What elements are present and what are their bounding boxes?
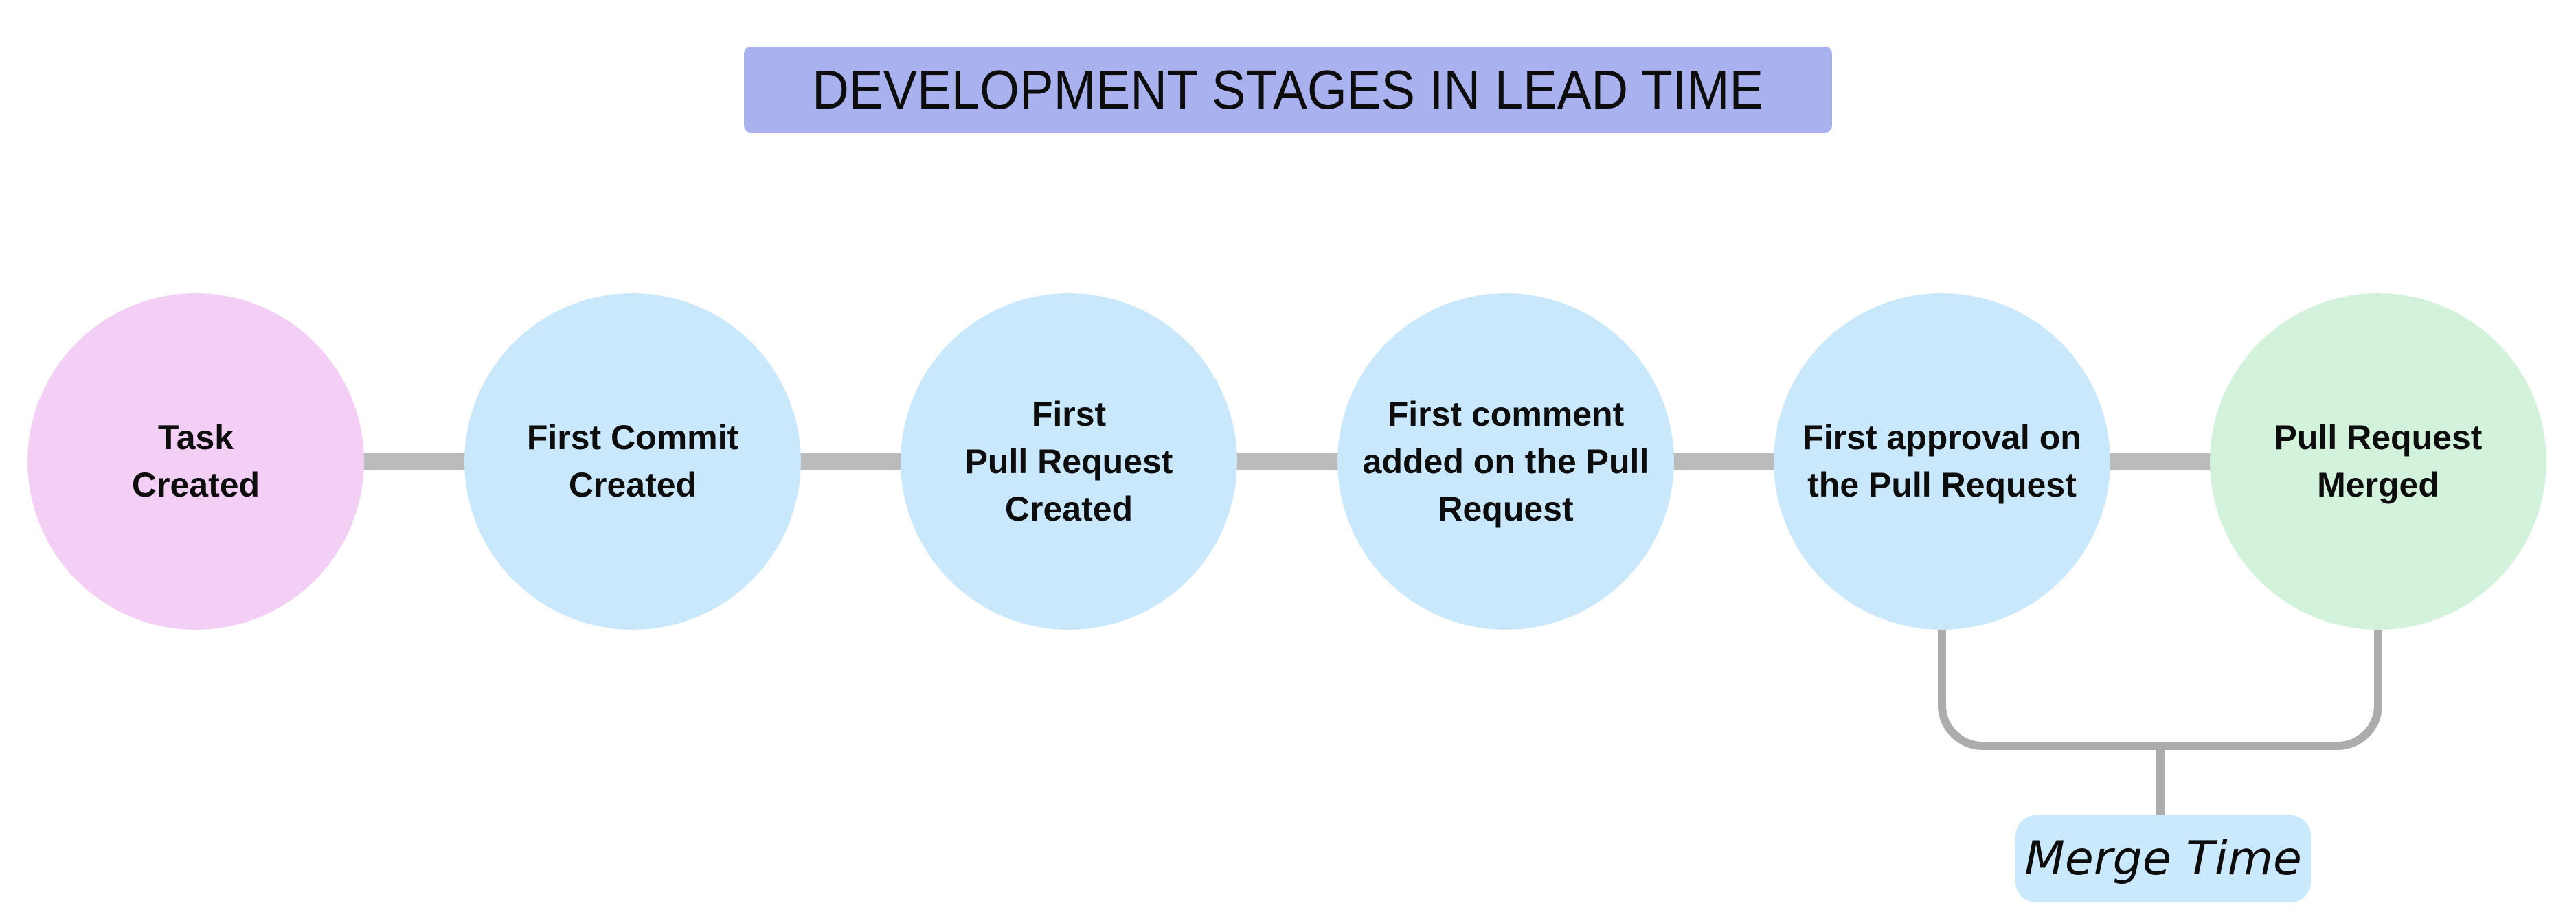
stage-circle-first-approval: First approval on the Pull Request bbox=[1774, 293, 2110, 630]
stage-circle-first-commit: First Commit Created bbox=[464, 293, 801, 630]
stage-circle-first-pull-request: First Pull Request Created bbox=[901, 293, 1237, 630]
stage-label-first-comment: First comment added on the Pull Request bbox=[1362, 394, 1649, 528]
stage-circle-first-comment: First comment added on the Pull Request bbox=[1337, 293, 1674, 630]
merge-time-bracket bbox=[1938, 626, 2382, 750]
merge-time-bracket-stem bbox=[2156, 746, 2165, 815]
stage-circle-task-created: Task Created bbox=[27, 293, 364, 630]
diagram-title-banner: DEVELOPMENT STAGES IN LEAD TIME bbox=[744, 47, 1832, 133]
merge-time-label-text: Merge Time bbox=[2024, 832, 2302, 886]
stage-label-first-commit: First Commit Created bbox=[526, 418, 739, 504]
diagram-title: DEVELOPMENT STAGES IN LEAD TIME bbox=[812, 58, 1764, 120]
stage-label-first-approval: First approval on the Pull Request bbox=[1803, 418, 2081, 504]
stage-label-task-created: Task Created bbox=[131, 418, 260, 504]
stage-circle-pull-request-merged: Pull Request Merged bbox=[2210, 293, 2546, 630]
merge-time-label: Merge Time bbox=[2015, 815, 2311, 902]
stage-label-first-pull-request: First Pull Request Created bbox=[964, 394, 1173, 528]
stage-label-pull-request-merged: Pull Request Merged bbox=[2274, 418, 2483, 504]
